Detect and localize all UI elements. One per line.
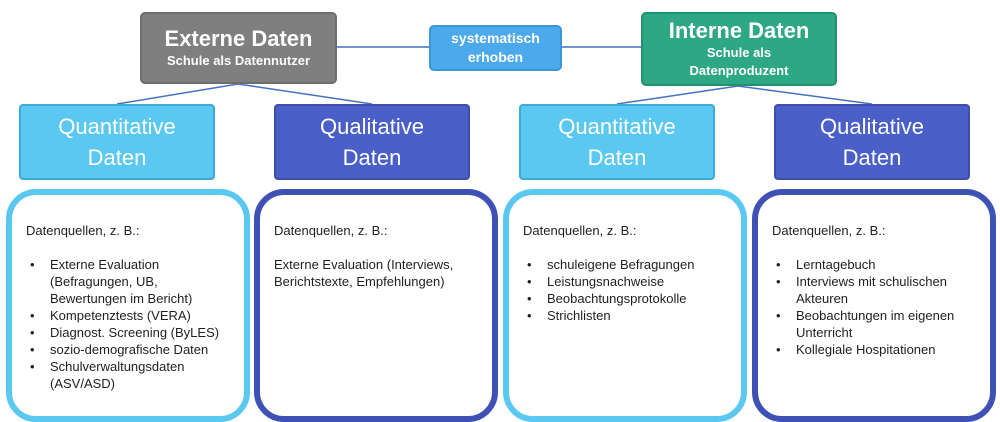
category-line1: Qualitative <box>320 114 424 139</box>
category-qualitative-external: Qualitative Daten <box>274 104 470 180</box>
sources-intro: Datenquellen, z. B.: <box>274 223 388 238</box>
category-line2: Daten <box>587 145 647 170</box>
category-qualitative-internal: Qualitative Daten <box>774 104 970 180</box>
sources-intro: Datenquellen, z. B.: <box>772 223 886 238</box>
internal-data-subtitle-line2: Datenproduzent <box>689 63 789 78</box>
category-quantitative-internal: Quantitative Daten <box>519 104 715 180</box>
internal-data-box: Interne Daten Schule als Datenproduzent <box>641 12 837 86</box>
category-line2: Daten <box>87 145 147 170</box>
category-line2: Daten <box>342 145 402 170</box>
list-item: sozio-demografische Daten <box>26 341 230 358</box>
list-item: Externe Evaluation (Befragungen, UB, Bew… <box>26 256 230 307</box>
list-item: Kompetenztests (VERA) <box>26 307 230 324</box>
list-item: Schulverwaltungsdaten (ASV/ASD) <box>26 358 230 392</box>
line-internal-to-qual <box>737 85 873 105</box>
list-item: schuleigene Befragungen <box>523 256 727 273</box>
list-item: Kollegiale Hospitationen <box>772 341 976 358</box>
line-external-to-qual <box>237 83 373 105</box>
sources-list: schuleigene Befragungen Leistungsnachwei… <box>523 256 727 324</box>
list-item: Lerntagebuch <box>772 256 976 273</box>
connector-line1: systematisch <box>451 30 540 46</box>
category-line1: Quantitative <box>58 114 176 139</box>
category-line1: Qualitative <box>820 114 924 139</box>
list-item: Strichlisten <box>523 307 727 324</box>
sources-list: Lerntagebuch Interviews mit schulischen … <box>772 256 976 358</box>
internal-data-subtitle-line1: Schule als <box>706 45 772 60</box>
sources-intro: Datenquellen, z. B.: <box>26 223 140 238</box>
external-data-box: Externe Daten Schule als Datennutzer <box>140 12 337 84</box>
sources-card-quantitative-internal: Datenquellen, z. B.: schuleigene Befragu… <box>503 189 747 422</box>
category-quantitative-external: Quantitative Daten <box>19 104 215 180</box>
sources-card-quantitative-external: Datenquellen, z. B.: Externe Evaluation … <box>6 189 250 422</box>
external-data-subtitle: Schule als Datennutzer <box>166 53 311 68</box>
list-item: Beobachtungen im eigenen Unterricht <box>772 307 976 341</box>
connector-line2: erhoben <box>467 49 524 65</box>
line-external-to-quant <box>116 83 239 105</box>
list-item: Interviews mit schulischen Akteuren <box>772 273 976 307</box>
list-item: Beobachtungsprotokolle <box>523 290 727 307</box>
external-data-title: Externe Daten <box>164 26 313 51</box>
sources-text: Externe Evaluation (Interviews, Berichts… <box>274 257 454 289</box>
internal-data-title: Interne Daten <box>668 18 810 43</box>
sources-card-qualitative-external: Datenquellen, z. B.: Externe Evaluation … <box>254 189 498 422</box>
connector-box: systematisch erhoben <box>429 25 562 71</box>
sources-intro: Datenquellen, z. B.: <box>523 223 637 238</box>
category-line2: Daten <box>842 145 902 170</box>
sources-list: Externe Evaluation (Befragungen, UB, Bew… <box>26 256 230 392</box>
list-item: Leistungsnachweise <box>523 273 727 290</box>
category-line1: Quantitative <box>558 114 676 139</box>
list-item: Diagnost. Screening (ByLES) <box>26 324 230 341</box>
sources-card-qualitative-internal: Datenquellen, z. B.: Lerntagebuch Interv… <box>752 189 996 422</box>
line-internal-to-quant <box>616 85 739 105</box>
